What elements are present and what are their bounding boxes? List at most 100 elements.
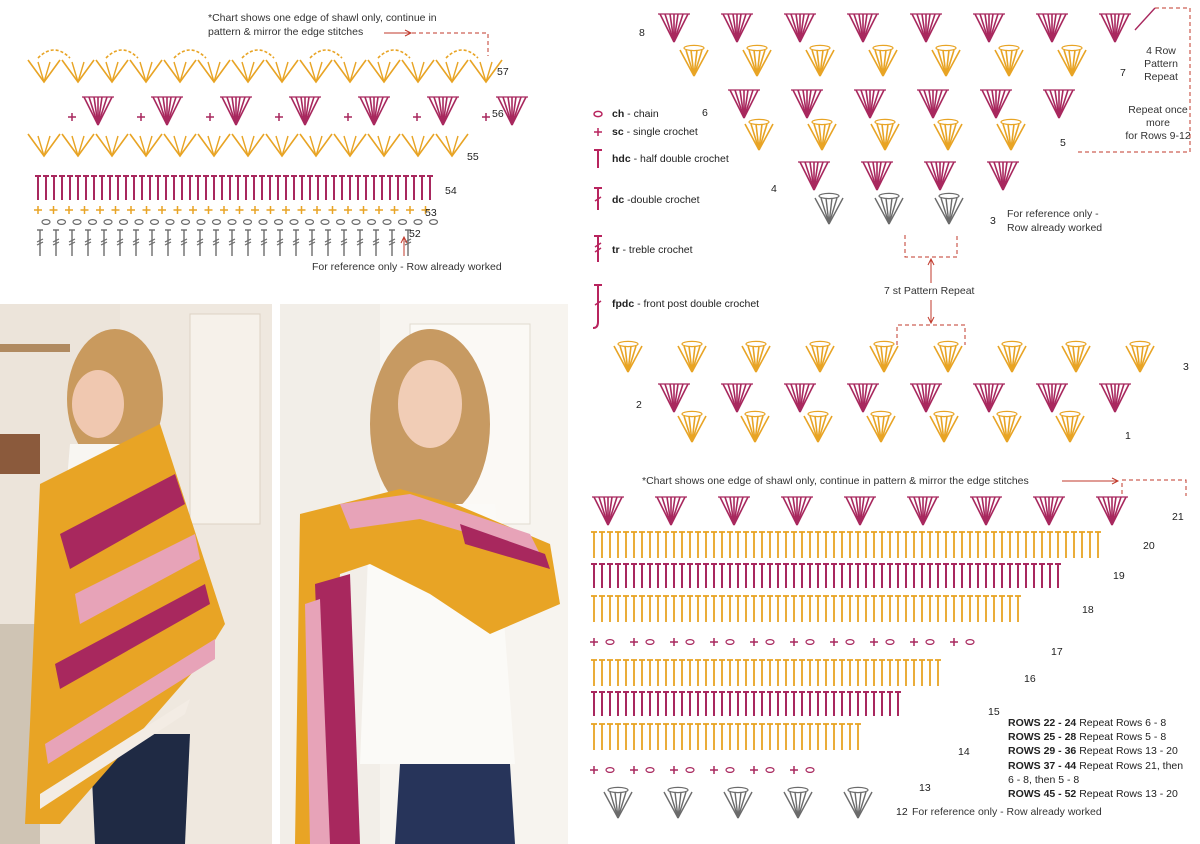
legend-single-crochet: sc - single crochet [594,126,698,138]
repeat-row-4: ROWS 37 - 44 Repeat Rows 21, then [1008,759,1183,773]
hdc-post [418,175,426,201]
stitch-post [654,659,662,687]
repeat-text: 6 - 8, then 5 - 8 [1008,773,1080,786]
stitch-post [878,595,886,623]
stitch-post [638,723,646,751]
yellow-fan [996,118,1026,151]
stitch-post [782,723,790,751]
v-shell [197,133,231,157]
chain [805,766,815,773]
chain [685,638,695,645]
stitch-post [614,723,622,751]
stitch-post [830,531,838,559]
stitch-post [678,563,686,589]
single-crochet [68,113,76,121]
stitch-post [950,595,958,623]
double-crochet-icon [594,187,602,210]
row-label-15: 15 [988,706,1000,718]
top-left-note-line1: *Chart shows one edge of shawl only, con… [208,12,437,24]
legend-desc: - front post double crochet [634,298,760,310]
yellow-fan [866,410,896,443]
stitch-post [830,659,838,687]
chain [366,219,377,226]
stitch-post [790,659,798,687]
stitch-post [742,723,750,751]
stitch-post [654,691,662,717]
stitch-post [670,659,678,687]
stitch-post [1006,595,1014,623]
stitch-post [702,691,710,717]
stitch-post [774,595,782,623]
stitch-post [598,595,606,623]
stitch-post [750,563,758,589]
magenta-fan [426,96,460,126]
stitch-post [646,659,654,687]
single-crochet [34,206,42,214]
magenta-fan [288,96,322,126]
stitch-post [774,659,782,687]
stitch-post [846,691,854,717]
legend-symbols [592,110,603,329]
hdc-post [330,175,338,201]
ref-note-line2: Row already worked [1007,222,1103,234]
v-shell [95,59,129,83]
stitch-post [774,691,782,717]
stitch-post [726,531,734,559]
magenta-fan [969,496,1003,526]
hdc-post [346,175,354,201]
stitch-post [814,723,822,751]
stitch-post [1014,563,1022,589]
stitch-post [678,723,686,751]
stitch-post [670,723,678,751]
magenta-fan [843,496,877,526]
v-shell [27,133,61,157]
v-shell [61,59,95,83]
stitch-post [862,595,870,623]
v-shell [129,133,163,157]
stitch-post [614,531,622,559]
repeat-once-line3: for Rows 9-12 [1125,130,1191,142]
dc-post [68,229,76,257]
stitch-post [830,723,838,751]
stitch-post [862,531,870,559]
stitch-post [630,595,638,623]
hdc-post [258,175,266,201]
stitch-post [862,691,870,717]
stitch-post [894,563,902,589]
stitch-post [638,595,646,623]
stitch-post [606,595,614,623]
stitch-post [750,659,758,687]
chain [227,219,237,226]
chain [351,219,361,226]
yellow-fan [933,340,963,373]
hdc-post [362,175,370,201]
chain [258,219,268,226]
yellow-fan [931,44,961,77]
single-crochet [220,206,228,214]
gray-fan [783,786,813,819]
single-crochet [590,638,598,646]
stitch-post [798,563,806,589]
dc-post [52,229,60,257]
yellow-fan [677,410,707,443]
dc-post [228,229,236,257]
magenta-fan [657,383,691,413]
hdc-post [154,175,162,201]
hdc-post [34,175,42,201]
stitch-post [678,691,686,717]
bottom-chart [590,477,1187,819]
stitch-post [614,691,622,717]
single-crochet [750,638,758,646]
magenta-fan [797,161,831,191]
bottom-chart-note: *Chart shows one edge of shawl only, con… [642,475,1029,487]
legend-abbr: dc [612,194,625,206]
v-shell [265,59,299,83]
hdc-post [186,175,194,201]
stitch-post [934,659,942,687]
stitch-post [822,723,830,751]
stitch-post [814,595,822,623]
chain [725,638,735,645]
chain [134,219,144,226]
v-shell [95,133,129,157]
v-shell [401,59,435,83]
